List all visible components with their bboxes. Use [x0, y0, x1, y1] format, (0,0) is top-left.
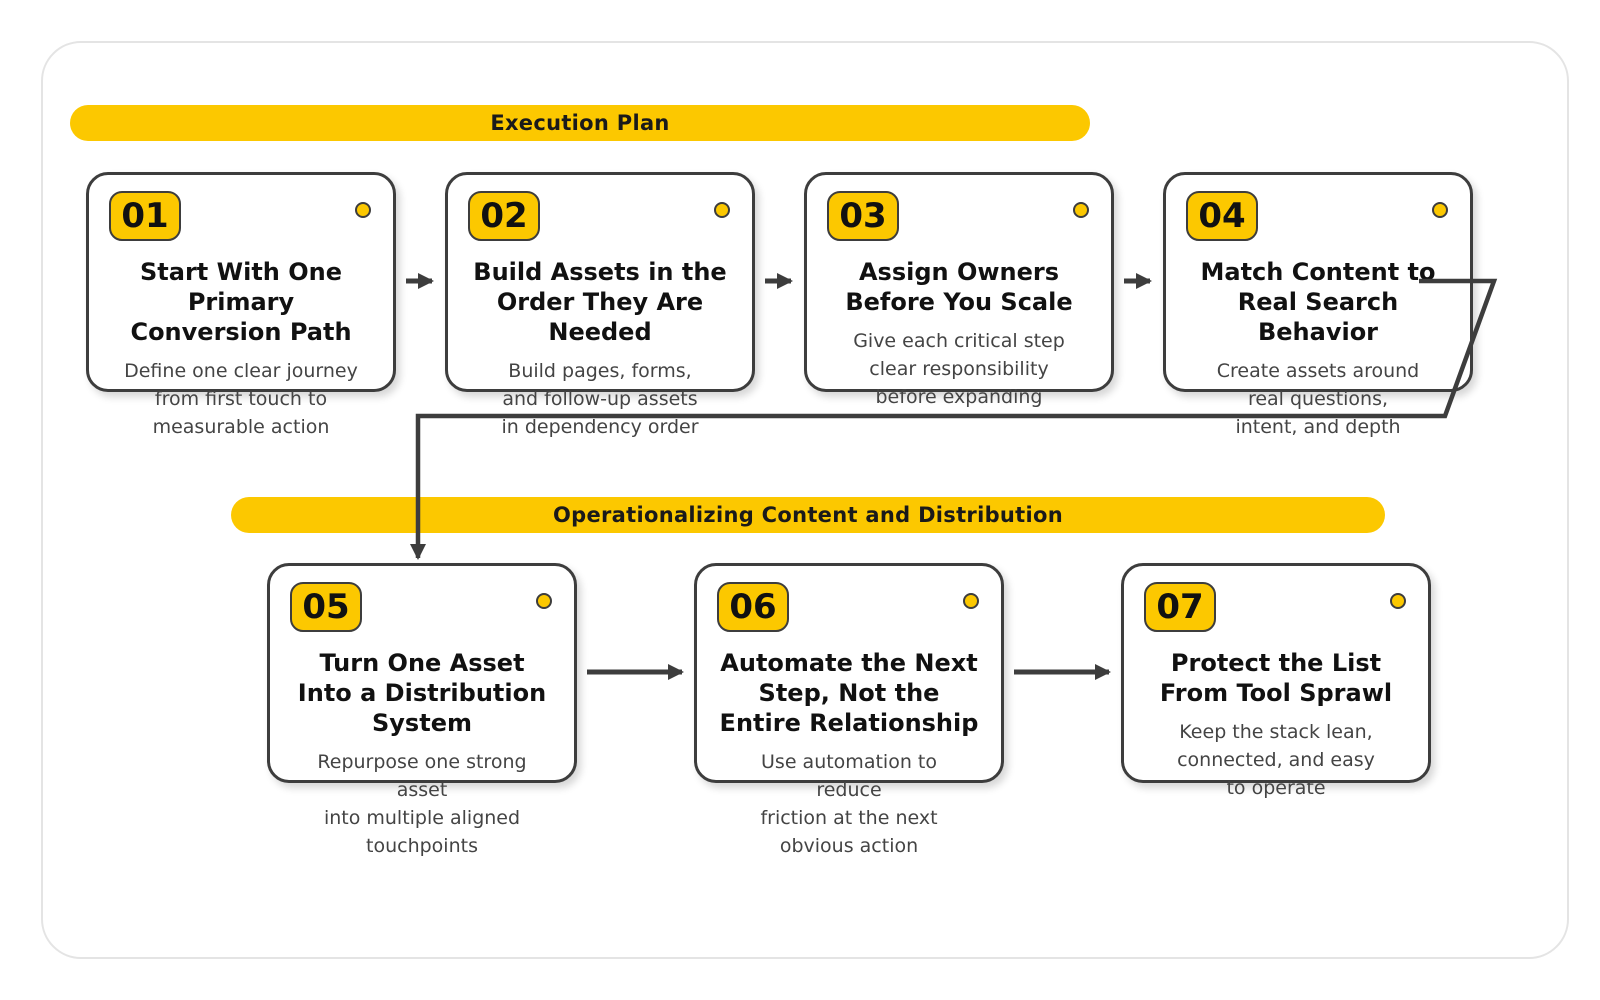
step-title: Turn One Asset Into a Distribution Syste… [297, 649, 547, 737]
step-number-badge: 06 [717, 582, 789, 632]
step-title: Match Content to Real Search Behavior [1200, 258, 1436, 346]
status-dot [1432, 202, 1448, 218]
step-title: Automate the Next Step, Not the Entire R… [719, 649, 979, 737]
step-number-badge: 03 [827, 191, 899, 241]
status-dot [714, 202, 730, 218]
step-card-06: 06 Automate the Next Step, Not the Entir… [694, 563, 1004, 857]
section-title: Execution Plan [490, 111, 670, 135]
section-title: Operationalizing Content and Distributio… [552, 503, 1063, 527]
section-band-execution-plan: Execution Plan [70, 105, 1090, 141]
status-dot [536, 593, 552, 609]
step-description: Give each critical step clear responsibi… [853, 330, 1065, 408]
step-card-04: 04 Match Content to Real Search Behavior… [1163, 172, 1473, 438]
step-number-badge: 01 [109, 191, 181, 241]
step-number-badge: 05 [290, 582, 362, 632]
step-description: Keep the stack lean, connected, and easy… [1177, 721, 1375, 799]
status-dot [355, 202, 371, 218]
step-description: Create assets around real questions, int… [1216, 360, 1420, 438]
step-card-05: 05 Turn One Asset Into a Distribution Sy… [267, 563, 577, 857]
step-number-badge: 02 [468, 191, 540, 241]
step-card-01: 01 Start With One Primary Conversion Pat… [86, 172, 396, 438]
step-card-03: 03 Assign Owners Before You Scale Give e… [804, 172, 1114, 408]
step-title: Build Assets in the Order They Are Neede… [473, 258, 727, 346]
step-card-02: 02 Build Assets in the Order They Are Ne… [445, 172, 755, 438]
step-number-badge: 07 [1144, 582, 1216, 632]
step-title: Start With One Primary Conversion Path [130, 258, 352, 346]
status-dot [1390, 593, 1406, 609]
step-description: Use automation to reduce friction at the… [760, 751, 938, 857]
status-dot [963, 593, 979, 609]
step-card-07: 07 Protect the List From Tool Sprawl Kee… [1121, 563, 1431, 799]
step-description: Repurpose one strong asset into multiple… [317, 751, 527, 857]
status-dot [1073, 202, 1089, 218]
section-band-operationalizing: Operationalizing Content and Distributio… [231, 497, 1385, 533]
step-description: Build pages, forms, and follow-up assets… [501, 360, 699, 438]
step-title: Protect the List From Tool Sprawl [1159, 649, 1393, 707]
step-number-badge: 04 [1186, 191, 1258, 241]
step-title: Assign Owners Before You Scale [845, 258, 1073, 316]
step-description: Define one clear journey from first touc… [124, 360, 358, 438]
